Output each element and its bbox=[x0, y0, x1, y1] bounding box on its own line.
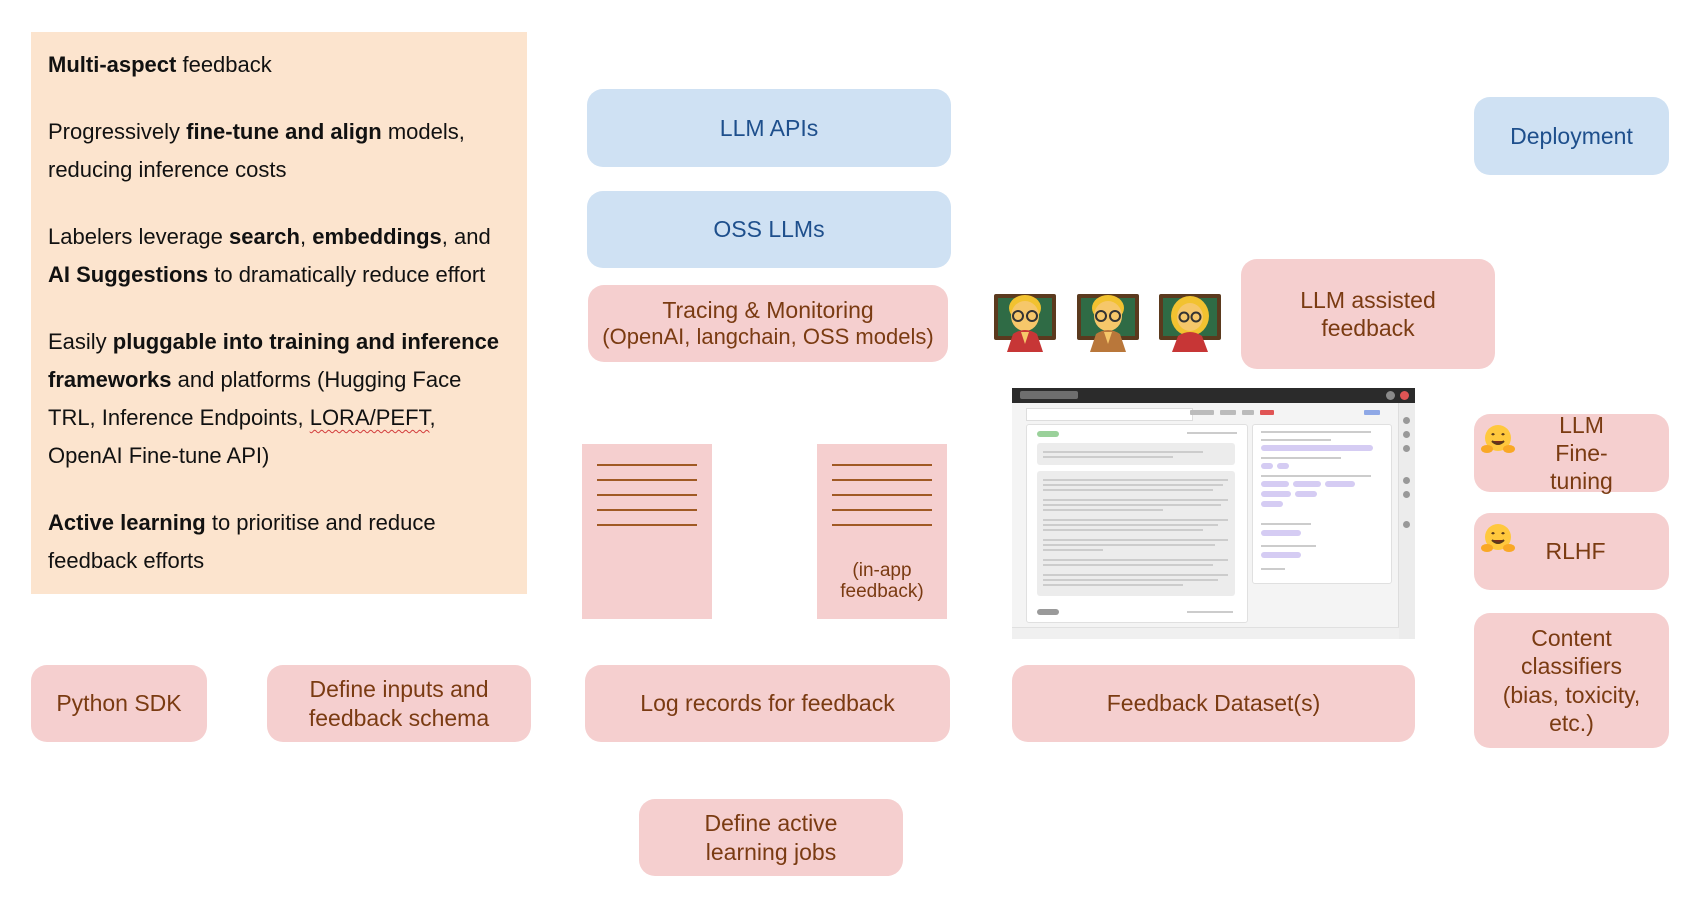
feedback-datasets-box: Feedback Dataset(s) bbox=[1012, 665, 1415, 742]
define-active-learning-jobs-box: Define active learning jobs bbox=[639, 799, 903, 876]
llm-assisted-feedback-box: LLM assisted feedback bbox=[1241, 259, 1495, 369]
deployment-box: Deployment bbox=[1474, 97, 1669, 175]
tracing-monitoring-box: Tracing & Monitoring (OpenAI, langchain,… bbox=[588, 285, 948, 362]
screenshot-help-link bbox=[1364, 410, 1380, 415]
teacher-woman-emoji bbox=[1159, 294, 1221, 352]
teacher-man-emoji-1 bbox=[994, 294, 1056, 352]
feature-pluggable: Easily pluggable into training and infer… bbox=[48, 329, 500, 468]
hugging-face-emoji-2 bbox=[1481, 524, 1515, 552]
in-app-feedback-caption: (in-app feedback) bbox=[840, 560, 924, 602]
screenshot-brand bbox=[1020, 391, 1078, 399]
screenshot-badge bbox=[1260, 410, 1274, 415]
screenshot-top-bar bbox=[1012, 388, 1415, 403]
feature-list-panel: Multi-aspect feedback Progressively fine… bbox=[31, 32, 527, 594]
feedback-ui-screenshot bbox=[1012, 388, 1415, 639]
screenshot-questions-panel bbox=[1252, 424, 1392, 584]
screenshot-settings-icon bbox=[1386, 391, 1395, 400]
screenshot-avatar bbox=[1400, 391, 1409, 400]
oss-llms-box: OSS LLMs bbox=[587, 191, 951, 268]
feature-multi-aspect: Multi-aspect feedback bbox=[48, 52, 272, 77]
log-records-box: Log records for feedback bbox=[585, 665, 950, 742]
python-sdk-box: Python SDK bbox=[31, 665, 207, 742]
feature-search-embeddings: Labelers leverage search, embeddings, an… bbox=[48, 224, 491, 287]
screenshot-tab bbox=[1220, 410, 1236, 415]
define-inputs-box: Define inputs and feedback schema bbox=[267, 665, 531, 742]
hugging-face-emoji-1 bbox=[1481, 425, 1515, 453]
llm-apis-box: LLM APIs bbox=[587, 89, 951, 167]
screenshot-record-panel bbox=[1026, 424, 1248, 623]
screenshot-tab bbox=[1242, 410, 1254, 415]
screenshot-search-input bbox=[1026, 408, 1193, 421]
screenshot-sidebar bbox=[1398, 403, 1415, 639]
in-app-feedback-document-icon: (in-app feedback) bbox=[817, 444, 947, 619]
feature-active-learning: Active learning to prioritise and reduce… bbox=[48, 510, 436, 573]
llm-fine-tuning-box: LLM Fine-tuning bbox=[1474, 412, 1669, 494]
screenshot-tab bbox=[1190, 410, 1214, 415]
teacher-man-emoji-2 bbox=[1077, 294, 1139, 352]
document-icon bbox=[582, 444, 712, 619]
screenshot-pagination bbox=[1012, 627, 1399, 639]
content-classifiers-box: Content classifiers (bias, toxicity, etc… bbox=[1474, 613, 1669, 748]
feature-fine-tune: Progressively fine-tune and align models… bbox=[48, 119, 465, 182]
